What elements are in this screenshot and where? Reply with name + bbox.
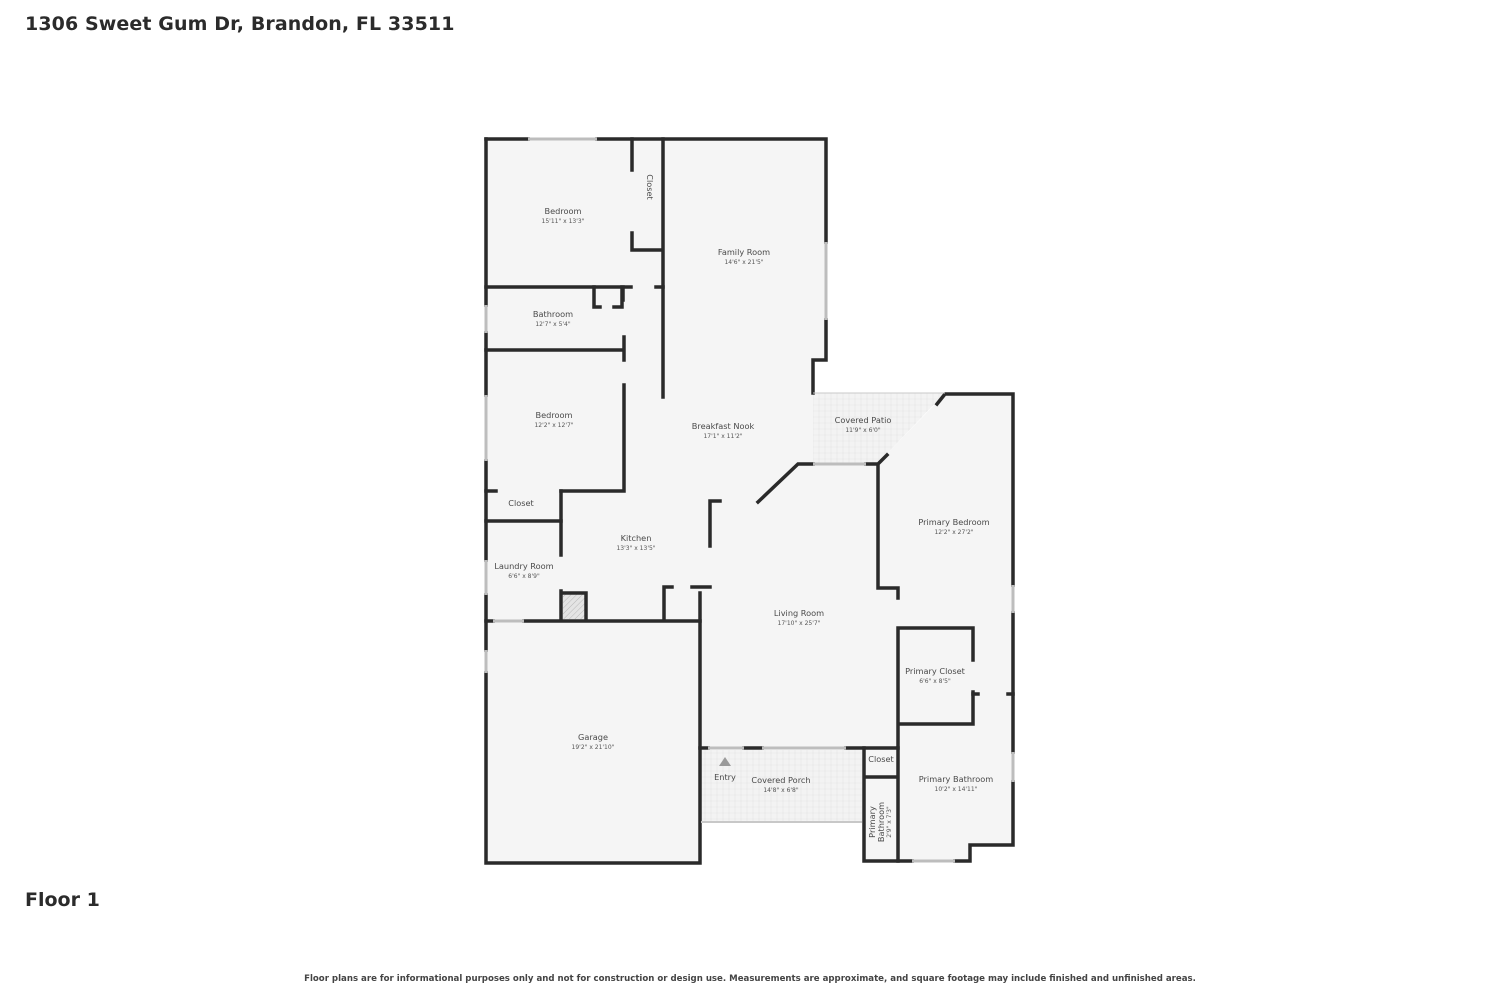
svg-text:19'2" x 21'10": 19'2" x 21'10" [572,744,615,751]
room-primary-bedroom: Primary Bedroom 12'2" x 27'2" [918,517,989,536]
room-living-room: Living Room 17'10" x 25'7" [774,608,824,627]
svg-text:Breakfast Nook: Breakfast Nook [692,421,755,431]
room-primary-closet: Primary Closet 6'6" x 8'5" [905,666,966,685]
room-covered-patio: Covered Patio 11'9" x 6'0" [835,415,892,434]
windows [484,137,1015,863]
svg-text:13'3" x 13'5": 13'3" x 13'5" [616,545,655,552]
entry-arrow-icon [719,757,731,766]
svg-text:15'11" x 13'3": 15'11" x 13'3" [542,218,585,225]
svg-text:14'6" x 21'5": 14'6" x 21'5" [724,259,763,266]
svg-text:Garage: Garage [578,732,608,742]
room-closet-3: Closet [868,754,894,764]
room-bedroom-1: Bedroom 15'11" x 13'3" [542,206,585,225]
svg-text:Bedroom: Bedroom [544,206,581,216]
svg-text:Closet: Closet [868,754,894,764]
svg-text:Bathroom: Bathroom [533,309,573,319]
svg-text:Bathroom: Bathroom [876,802,886,842]
svg-text:Primary Bathroom: Primary Bathroom [919,774,993,784]
svg-text:Closet: Closet [645,174,655,200]
floor-label: Floor 1 [25,889,100,911]
svg-text:Family Room: Family Room [718,247,770,257]
svg-text:Primary Closet: Primary Closet [905,666,966,676]
room-breakfast-nook: Breakfast Nook 17'1" x 11'2" [692,421,755,440]
svg-text:2'9" x 7'3": 2'9" x 7'3" [886,806,893,838]
room-bedroom-2: Bedroom 12'2" x 12'7" [534,410,573,429]
svg-text:17'1" x 11'2": 17'1" x 11'2" [703,433,742,440]
room-closet-1: Closet [645,174,655,200]
svg-text:14'8" x 6'8": 14'8" x 6'8" [763,787,799,794]
svg-text:17'10" x 25'7": 17'10" x 25'7" [778,620,821,627]
room-garage: Garage 19'2" x 21'10" [572,732,615,751]
room-entry: Entry [714,772,736,782]
room-family-room: Family Room 14'6" x 21'5" [718,247,770,266]
room-primary-bathroom: Primary Bathroom 10'2" x 14'11" [919,774,993,793]
svg-text:Entry: Entry [714,772,736,782]
svg-text:6'6" x 8'9": 6'6" x 8'9" [508,573,540,580]
room-kitchen: Kitchen 13'3" x 13'5" [616,533,655,552]
svg-text:12'2" x 27'2": 12'2" x 27'2" [934,529,973,536]
svg-text:Primary: Primary [867,806,877,838]
svg-text:11'9" x 6'0": 11'9" x 6'0" [845,427,881,434]
svg-text:Laundry Room: Laundry Room [494,561,553,571]
svg-text:Bedroom: Bedroom [535,410,572,420]
room-covered-porch: Covered Porch 14'8" x 6'8" [751,775,810,794]
svg-text:Covered Porch: Covered Porch [751,775,810,785]
room-closet-2: Closet [508,498,534,508]
svg-text:Kitchen: Kitchen [621,533,652,543]
patio-tiles [813,393,945,463]
disclaimer-text: Floor plans are for informational purpos… [304,974,1196,984]
svg-text:6'6" x 8'5": 6'6" x 8'5" [919,678,951,685]
floor-fills [486,139,1013,863]
property-address: 1306 Sweet Gum Dr, Brandon, FL 33511 [25,13,455,35]
room-laundry-room: Laundry Room 6'6" x 8'9" [494,561,553,580]
walls [484,137,1015,865]
svg-text:Living Room: Living Room [774,608,824,618]
svg-text:12'2" x 12'7": 12'2" x 12'7" [534,422,573,429]
room-bathroom: Bathroom 12'7" x 5'4" [533,309,573,328]
svg-text:Covered Patio: Covered Patio [835,415,892,425]
svg-text:Primary Bedroom: Primary Bedroom [918,517,989,527]
svg-text:Closet: Closet [508,498,534,508]
room-primary-bathroom-small: Primary Bathroom 2'9" x 7'3" [867,802,893,842]
svg-text:10'2" x 14'11": 10'2" x 14'11" [935,786,978,793]
hatched-chase [563,594,586,619]
svg-text:12'7" x 5'4": 12'7" x 5'4" [535,321,571,328]
